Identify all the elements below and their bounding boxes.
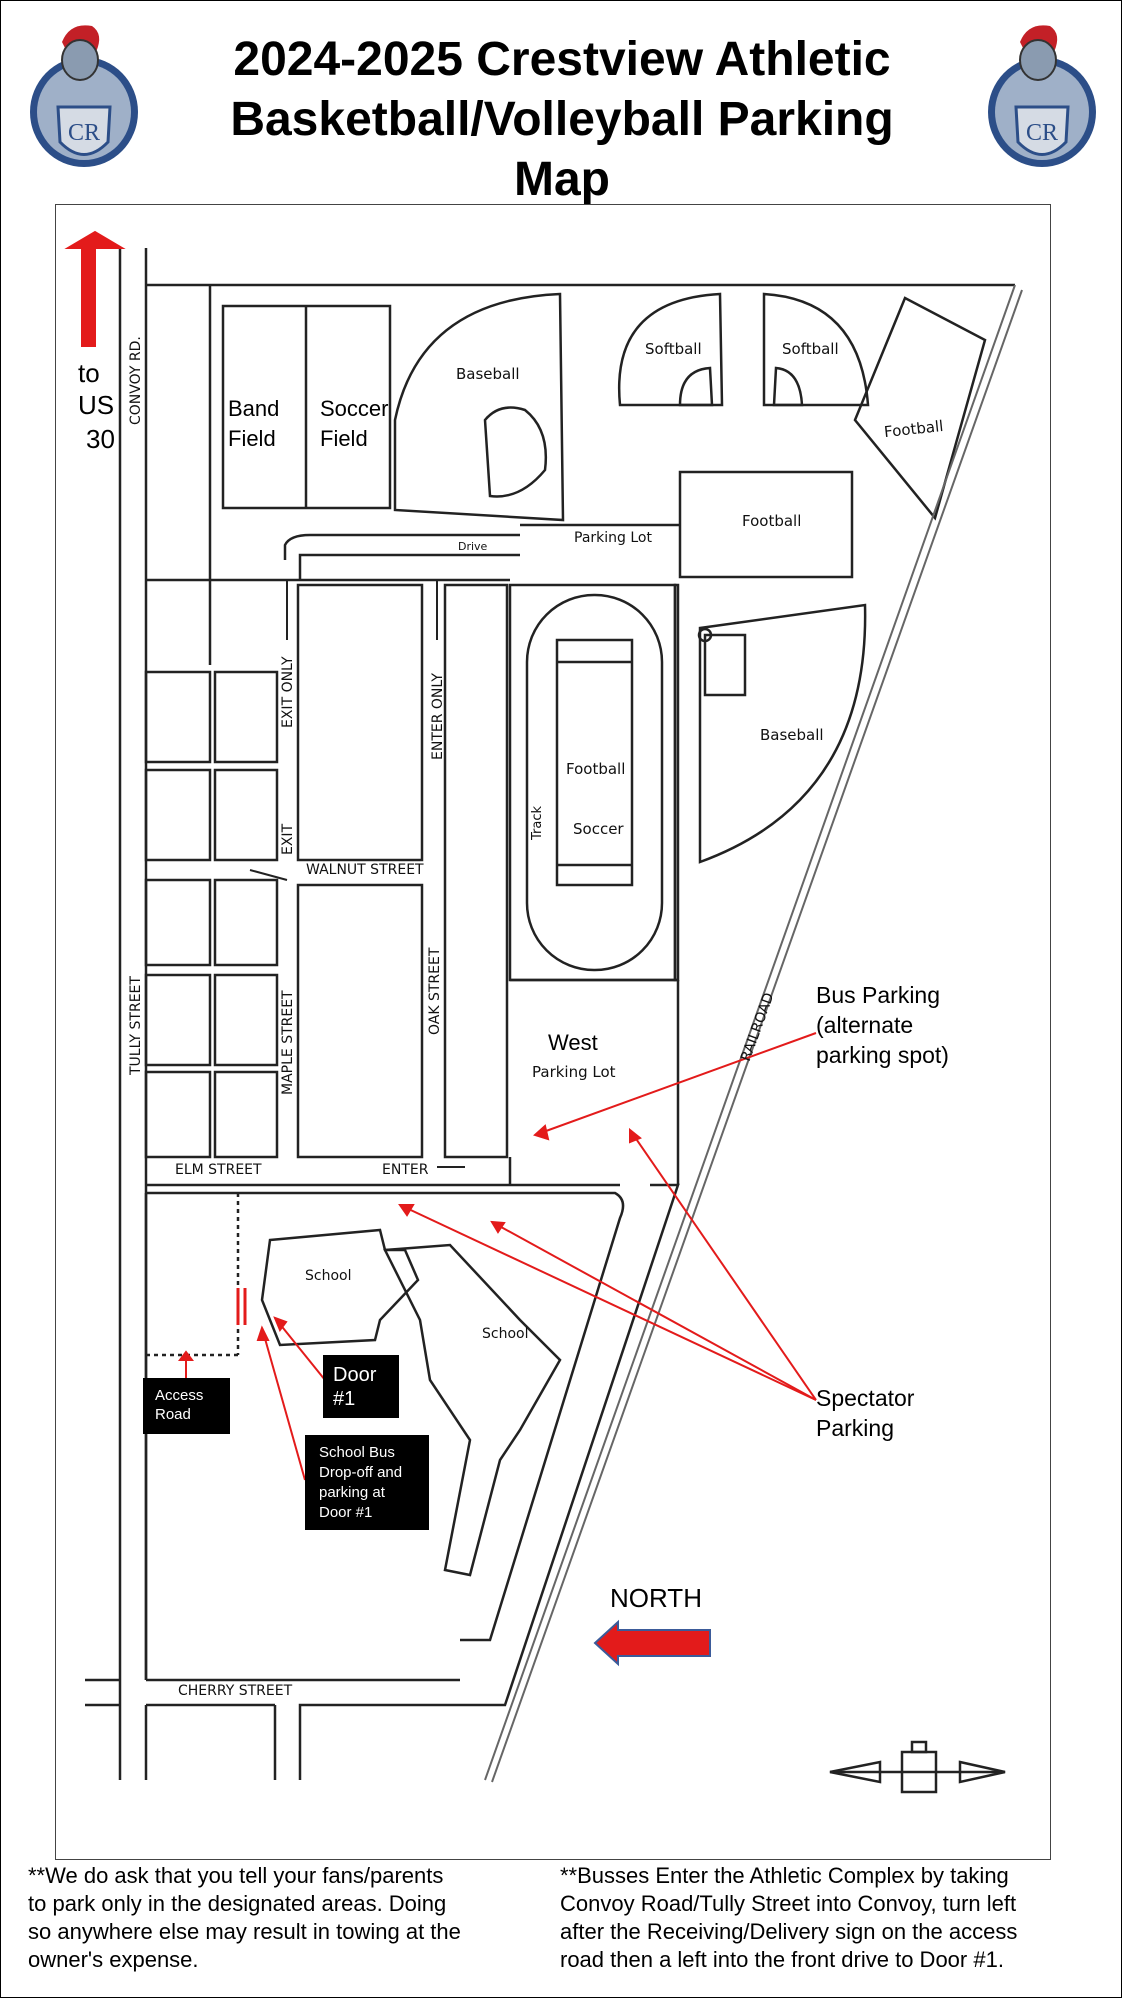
us30-label: 30 — [86, 424, 115, 454]
railroad-line-1 — [484, 284, 1016, 1781]
bus-line-1: School Bus — [319, 1444, 395, 1461]
logo-letters-right: CR — [1026, 120, 1058, 146]
convoy-road-label: CONVOY RD. — [128, 336, 144, 425]
us-label: US — [78, 390, 115, 420]
football-middle-label: Football — [742, 512, 802, 530]
school-building-1 — [260, 1228, 420, 1347]
oak-street-label: OAK STREET — [427, 947, 443, 1035]
maple-street-label: MAPLE STREET — [280, 990, 296, 1095]
spectator-parking-annotation: Spectator Parking — [816, 1383, 914, 1443]
track-infield-field — [555, 638, 634, 887]
north-arrow-to-us30-icon — [64, 230, 126, 347]
spectator-pointer-3 — [629, 1129, 817, 1401]
soccer-field-label: Soccer Field — [320, 396, 389, 451]
bus-parking-pointer — [534, 1032, 817, 1136]
note-left-line-2: to park only in the designated areas. Do… — [28, 1891, 447, 1916]
north-direction-arrow-icon — [593, 1619, 711, 1667]
baseball-top-label: Baseball — [456, 365, 520, 383]
busses-entry-note: **Busses Enter the Athletic Complex by t… — [560, 1862, 1100, 1974]
logo-letters-left: CR — [68, 120, 100, 146]
exit-label: EXIT — [280, 823, 296, 855]
title-line-1: 2024-2025 Crestview Athletic — [233, 33, 891, 86]
north-label: NORTH — [610, 1583, 702, 1613]
north-lot-block — [296, 583, 424, 862]
west-label: West — [548, 1030, 598, 1055]
bus-parking-line-3: parking spot) — [816, 1042, 949, 1068]
bus-line-3: parking at — [319, 1484, 385, 1501]
bus-parking-line-1: Bus Parking — [816, 982, 941, 1008]
note-right-line-1: **Busses Enter the Athletic Complex by t… — [560, 1863, 1009, 1888]
door-line-1: Door — [333, 1364, 377, 1386]
track-label: Track — [530, 805, 545, 840]
compass-icon — [829, 1740, 1006, 1794]
football-field-diagonal — [853, 296, 987, 521]
parking-lot-label: Parking Lot — [574, 530, 652, 546]
drive-label: Drive — [458, 540, 488, 553]
tully-street-label: TULLY STREET — [128, 976, 144, 1075]
note-left-line-1: **We do ask that you tell your fans/pare… — [28, 1863, 444, 1888]
access-road-callout: Access Road — [143, 1378, 230, 1434]
school-2-label: School — [482, 1326, 529, 1342]
football-track-label: Football — [566, 760, 626, 778]
school-1-label: School — [305, 1268, 352, 1284]
note-right-line-3: after the Receiving/Delivery sign on the… — [560, 1919, 1018, 1944]
cherry-street-label: CHERRY STREET — [178, 1683, 293, 1699]
baseball-top-field — [393, 292, 565, 522]
enter-label: ENTER — [382, 1162, 429, 1178]
exit-only-label: EXIT ONLY — [280, 656, 296, 728]
crestview-knight-logo-left: CR — [22, 12, 142, 172]
note-left-line-3: so anywhere else may result in towing at… — [28, 1919, 461, 1944]
spectator-pointer-1 — [399, 1204, 817, 1401]
softball-2-label: Softball — [782, 340, 839, 358]
bus-line-4: Door #1 — [319, 1504, 373, 1521]
bus-parking-annotation: Bus Parking (alternate parking spot) — [816, 980, 949, 1070]
band-field-label: Band Field — [228, 396, 280, 451]
note-left-line-4: owner's expense. — [28, 1947, 199, 1972]
track-oval — [525, 593, 664, 972]
door-pointer — [274, 1317, 326, 1381]
bus-parking-line-2: (alternate — [816, 1012, 914, 1038]
walnut-street-label: WALNUT STREET — [306, 862, 424, 878]
note-right-line-2: Convoy Road/Tully Street into Convoy, tu… — [560, 1891, 1017, 1916]
enter-only-label: ENTER ONLY — [430, 673, 446, 760]
baseball-east-label: Baseball — [760, 726, 824, 744]
softball-1-label: Softball — [645, 340, 702, 358]
to-label: to — [78, 358, 100, 388]
spectator-line-1: Spectator — [816, 1385, 915, 1411]
bus-dropoff-pointer — [261, 1327, 306, 1481]
note-right-line-4: road then a left into the front drive to… — [560, 1947, 1004, 1972]
softball-field-1 — [617, 292, 724, 407]
title-line-3: Map — [514, 153, 610, 206]
spectator-pointer-2 — [491, 1221, 817, 1401]
school-bus-dropoff-callout: School Bus Drop-off and parking at Door … — [305, 1435, 429, 1530]
fans-parking-note: **We do ask that you tell your fans/pare… — [28, 1862, 548, 1974]
soccer-track-label: Soccer — [573, 820, 624, 838]
baseball-east-field — [698, 603, 867, 864]
spectator-line-2: Parking — [816, 1415, 894, 1441]
elm-street-label: ELM STREET — [175, 1162, 262, 1178]
map-frame — [55, 204, 1051, 1860]
title-line-2: Basketball/Volleyball Parking — [230, 93, 894, 146]
west-parking-lot-label: Parking Lot — [532, 1063, 616, 1081]
railroad-line-2 — [491, 289, 1023, 1783]
door-line-2: #1 — [333, 1388, 356, 1410]
school-building-2 — [383, 1243, 562, 1577]
access-line-1: Access — [155, 1387, 204, 1404]
page-title: 2024-2025 Crestview Athletic Basketball/… — [150, 30, 974, 210]
access-line-2: Road — [155, 1406, 191, 1423]
door-1-callout: Door #1 — [323, 1355, 399, 1418]
south-lot-block — [296, 883, 424, 1159]
crestview-knight-logo-right: CR — [980, 12, 1100, 172]
bus-line-2: Drop-off and — [319, 1464, 403, 1481]
